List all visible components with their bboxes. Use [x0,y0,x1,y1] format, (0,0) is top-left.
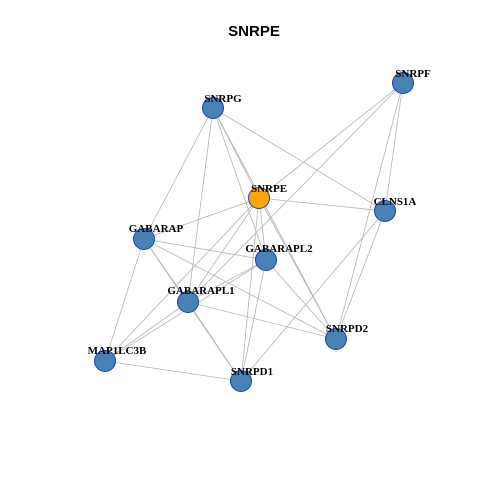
label-layer: SNRPF SNRPG SNRPE CLNS1A GABARAP GABARAPL2GAB… [88,68,431,378]
edge-gabarapl1-snrpd2 [187,301,337,340]
edge-snrpg-clns1a [212,107,386,212]
node-label-map1lc3b: MAP1LC3B [88,345,147,357]
edge-gabarap-map1lc3b [104,238,145,362]
edge-snrpg-gabarap [143,107,214,240]
edge-clns1a-snrpd1 [240,210,386,382]
node-clns1a[interactable] [374,200,396,222]
node-snrpd2[interactable] [325,328,347,350]
edge-gabarapl1-snrpd1 [187,301,242,382]
node-label-snrpf: SNRPF [395,68,431,80]
edge-snrpf-snrpe [258,82,404,199]
edge-snrpg-gabarapl2 [212,107,267,261]
node-label-gabarap: GABARAP [129,223,184,235]
edge-snrpe-clns1a [258,197,386,212]
graph-title: SNRPE [228,23,280,40]
node-snrpe[interactable] [248,187,270,209]
node-layer [94,72,414,392]
node-map1lc3b[interactable] [94,350,116,372]
edge-snrpe-gabarapl1 [187,197,260,303]
edge-gabarapl2-gabarapl1 [187,259,267,303]
node-label-snrpd1: SNRPD1 [231,366,273,378]
edge-gabarap-snrpd2 [143,238,337,340]
node-label-snrpd2: SNRPD2 [326,323,369,335]
edge-gabarapl1-map1lc3b [104,301,189,362]
edge-map1lc3b-snrpd1 [104,360,242,382]
edge-gabarapl2-snrpd2 [265,259,337,340]
edge-snrpe-snrpd1 [240,197,260,382]
node-label-clns1a: CLNS1A [374,196,417,208]
edge-layer [104,82,404,382]
node-label-snrpg: SNRPG [204,93,242,105]
edge-snrpe-map1lc3b [104,197,260,362]
edge-snrpf-gabarapl1 [187,82,404,303]
edge-gabarap-gabarapl2 [143,238,267,261]
edge-snrpe-gabarap [143,197,260,240]
node-snrpd1[interactable] [230,370,252,392]
edge-snrpf-snrpd2 [335,82,404,340]
edge-gabarapl2-snrpd1 [240,259,267,382]
edge-snrpf-clns1a [384,82,404,212]
node-label-snrpe: SNRPE [251,183,287,195]
node-snrpg[interactable] [202,97,224,119]
node-label-gabarapl1: GABARAPL1 [167,285,234,297]
node-gabarap[interactable] [133,228,155,250]
node-snrpf[interactable] [392,72,414,94]
node-gabarapl2[interactable] [255,249,277,271]
edge-snrpe-snrpd2 [258,197,337,340]
node-gabarapl1[interactable] [177,291,199,313]
edge-snrpg-gabarapl1 [187,107,214,303]
edge-snrpg-snrpd2 [212,107,337,340]
edge-clns1a-snrpd2 [335,210,386,340]
node-label-gabarapl2: GABARAPL2 [245,243,313,255]
